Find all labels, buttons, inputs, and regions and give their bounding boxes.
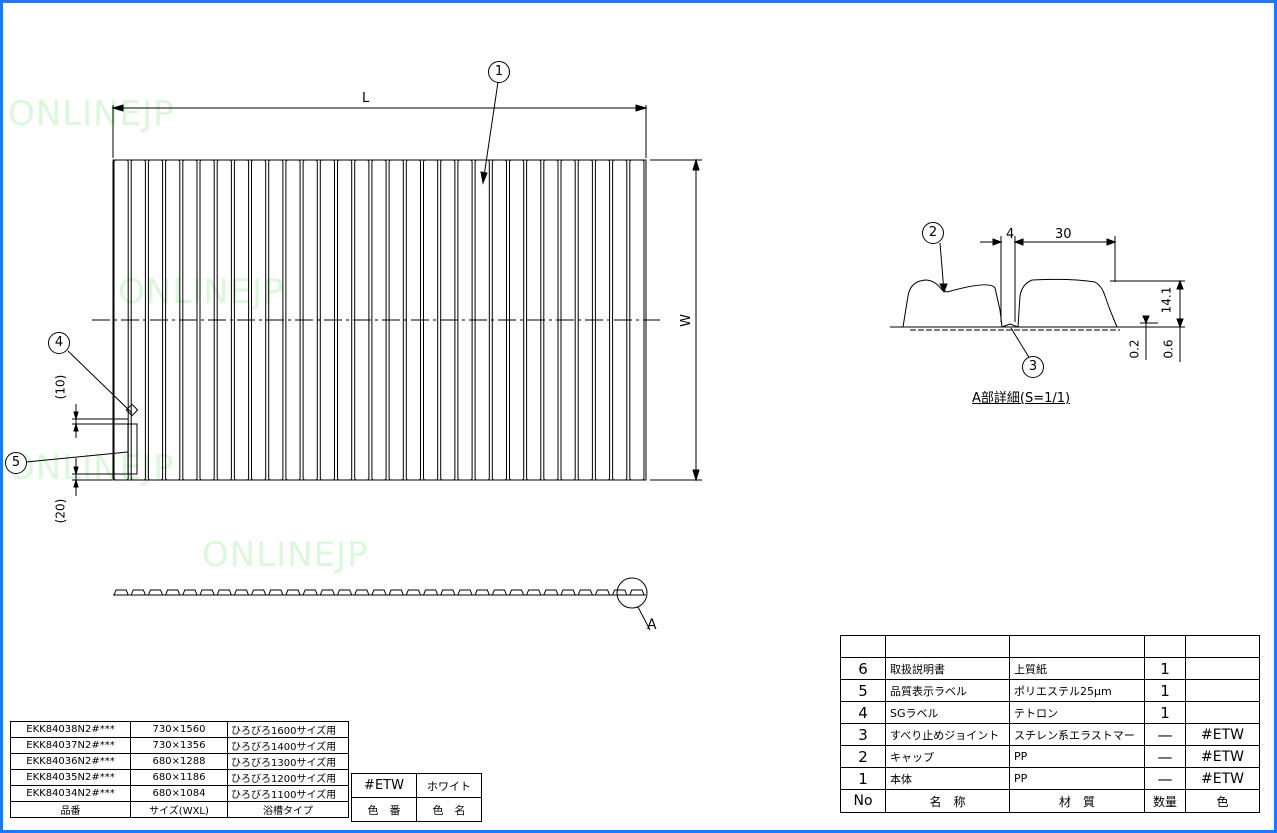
dim-0-2-label: 0.2 [1127, 339, 1142, 359]
model-size: 680×1288 [130, 753, 228, 770]
part-no: 3 [840, 723, 886, 746]
model-code: EKK84037N2#*** [10, 737, 131, 754]
model-code: EKK84035N2#*** [10, 769, 131, 786]
part-color: #ETW [1185, 745, 1260, 768]
watermark: ONLINEJP [8, 448, 175, 488]
callout-2: 2 [922, 222, 944, 244]
part-name: SGラベル [885, 701, 1010, 724]
table-row: #ETW ホワイト [351, 773, 482, 798]
part-color [1185, 657, 1260, 680]
dim-14-1-label: 14.1 [1159, 286, 1174, 314]
table-row [840, 635, 1260, 658]
model-type: ひろびろ1400サイズ用 [227, 737, 349, 754]
part-name: 本体 [885, 767, 1010, 790]
part-qty: — [1144, 723, 1186, 746]
part-name: 品質表示ラベル [885, 679, 1010, 702]
model-code: EKK84038N2#*** [10, 721, 131, 738]
detail-marker-a: A [647, 617, 657, 633]
model-size: 730×1560 [130, 721, 228, 738]
callout-3: 3 [1022, 356, 1044, 378]
table-row: 2 キャップ PP — #ETW [840, 745, 1260, 768]
watermark: ONLINEJP [8, 94, 175, 134]
part-color: #ETW [1185, 723, 1260, 746]
header-type: 浴槽タイプ [227, 801, 349, 818]
part-no: 5 [840, 679, 886, 702]
callout-4: 4 [48, 332, 70, 354]
table-header-row: 色 番 色 名 [351, 797, 482, 822]
part-no: 4 [840, 701, 886, 724]
models-table: EKK84038N2#*** 730×1560 ひろびろ1600サイズ用 EKK… [10, 721, 349, 818]
header-material: 材 質 [1009, 789, 1145, 813]
table-header-row: 品番 サイズ(WXL) 浴槽タイプ [10, 801, 349, 818]
model-type: ひろびろ1200サイズ用 [227, 769, 349, 786]
dim-10-label: (10) [53, 374, 68, 400]
part-qty: — [1144, 767, 1186, 790]
part-material: PP [1009, 767, 1145, 790]
color-code: #ETW [351, 773, 417, 798]
dim-20-label: (20) [53, 498, 68, 524]
table-row: EKK84034N2#*** 680×1084 ひろびろ1100サイズ用 [10, 785, 349, 802]
table-row: EKK84038N2#*** 730×1560 ひろびろ1600サイズ用 [10, 721, 349, 738]
model-code: EKK84034N2#*** [10, 785, 131, 802]
table-header-row: No 名 称 材 質 数量 色 [840, 789, 1260, 813]
header-color-code: 色 番 [351, 797, 417, 822]
dim-4-label: 4 [1006, 227, 1015, 242]
part-material: ポリエステル25μm [1009, 679, 1145, 702]
table-row: 1 本体 PP — #ETW [840, 767, 1260, 790]
table-row: 3 すべり止めジョイント スチレン系エラストマー — #ETW [840, 723, 1260, 746]
part-color: #ETW [1185, 767, 1260, 790]
dim-30-label: 30 [1055, 227, 1072, 242]
table-row: EKK84036N2#*** 680×1288 ひろびろ1300サイズ用 [10, 753, 349, 770]
model-size: 680×1186 [130, 769, 228, 786]
detail-a-section [890, 236, 1185, 362]
color-name: ホワイト [416, 773, 482, 798]
watermark: ONLINEJP [202, 535, 369, 575]
dim-0-6-label: 0.6 [1161, 339, 1176, 359]
color-table: #ETW ホワイト 色 番 色 名 [351, 773, 482, 822]
part-name: キャップ [885, 745, 1010, 768]
table-row: 5 品質表示ラベル ポリエステル25μm 1 [840, 679, 1260, 702]
part-color [1185, 701, 1260, 724]
model-type: ひろびろ1300サイズ用 [227, 753, 349, 770]
header-color: 色 [1185, 789, 1260, 813]
header-no: No [840, 789, 886, 813]
part-qty: 1 [1144, 701, 1186, 724]
model-size: 730×1356 [130, 737, 228, 754]
part-no: 1 [840, 767, 886, 790]
table-row: 6 取扱説明書 上質紙 1 [840, 657, 1260, 680]
part-no: 6 [840, 657, 886, 680]
part-no: 2 [840, 745, 886, 768]
model-type: ひろびろ1100サイズ用 [227, 785, 349, 802]
header-code: 品番 [10, 801, 131, 818]
dim-length-label: L [362, 91, 370, 106]
table-row: EKK84037N2#*** 730×1356 ひろびろ1400サイズ用 [10, 737, 349, 754]
header-color-name: 色 名 [416, 797, 482, 822]
header-qty: 数量 [1144, 789, 1186, 813]
part-qty: 1 [1144, 657, 1186, 680]
dim-width-label: W [678, 314, 694, 327]
parts-list-table: 6 取扱説明書 上質紙 1 5 品質表示ラベル ポリエステル25μm 1 4 S… [840, 635, 1260, 813]
header-name: 名 称 [885, 789, 1010, 813]
part-qty: 1 [1144, 679, 1186, 702]
part-color [1185, 679, 1260, 702]
callout-5: 5 [5, 452, 27, 474]
part-material: スチレン系エラストマー [1009, 723, 1145, 746]
detail-title: A部詳細(S=1/1) [972, 391, 1071, 406]
model-code: EKK84036N2#*** [10, 753, 131, 770]
model-size: 680×1084 [130, 785, 228, 802]
part-name: 取扱説明書 [885, 657, 1010, 680]
model-type: ひろびろ1600サイズ用 [227, 721, 349, 738]
part-name: すべり止めジョイント [885, 723, 1010, 746]
part-material: テトロン [1009, 701, 1145, 724]
callout-1: 1 [488, 61, 510, 83]
table-row: EKK84035N2#*** 680×1186 ひろびろ1200サイズ用 [10, 769, 349, 786]
part-qty: — [1144, 745, 1186, 768]
part-material: PP [1009, 745, 1145, 768]
header-size: サイズ(WXL) [130, 801, 228, 818]
part-material: 上質紙 [1009, 657, 1145, 680]
table-row: 4 SGラベル テトロン 1 [840, 701, 1260, 724]
